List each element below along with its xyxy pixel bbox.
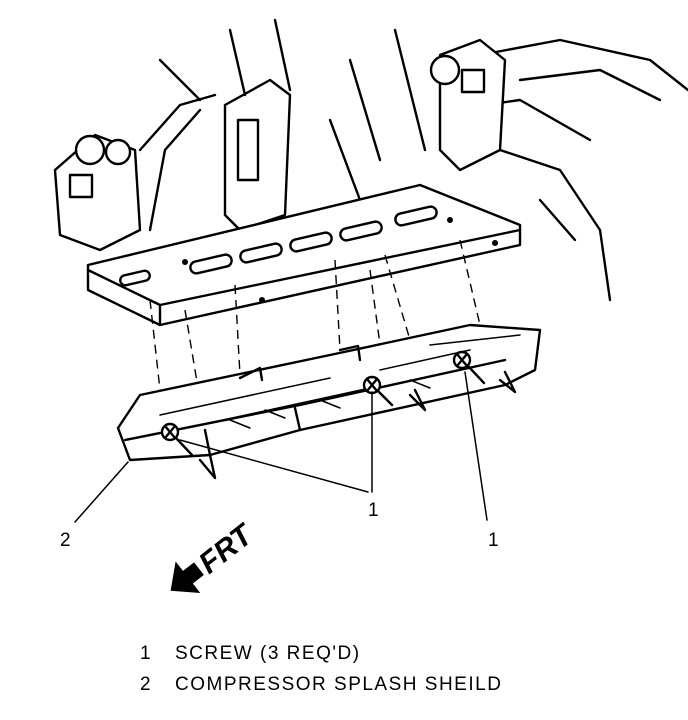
front-direction-indicator: FRT: [170, 517, 261, 593]
legend-number-1: 1: [140, 643, 152, 664]
leader-lines: [74, 371, 488, 523]
front-direction-label: FRT: [193, 517, 261, 580]
callout-shield: 2: [60, 530, 71, 551]
vehicle-frame-structure: [53, 18, 688, 327]
compressor-splash-shield: [116, 323, 542, 480]
alignment-dashed-lines: [149, 239, 481, 401]
legend-text-1: SCREW (3 REQ'D): [175, 643, 361, 664]
legend-number-2: 2: [140, 674, 152, 695]
callout-screw-center: 1: [368, 500, 379, 521]
legend-text-2: COMPRESSOR SPLASH SHEILD: [175, 674, 502, 695]
screw-center: [362, 375, 394, 407]
callout-screw-right: 1: [488, 530, 499, 551]
screw-left: [160, 422, 194, 457]
parts-legend: 1 SCREW (3 REQ'D) 2 COMPRESSOR SPLASH SH…: [140, 643, 502, 695]
screw-right: [452, 350, 486, 385]
front-arrow-icon: [170, 561, 204, 593]
